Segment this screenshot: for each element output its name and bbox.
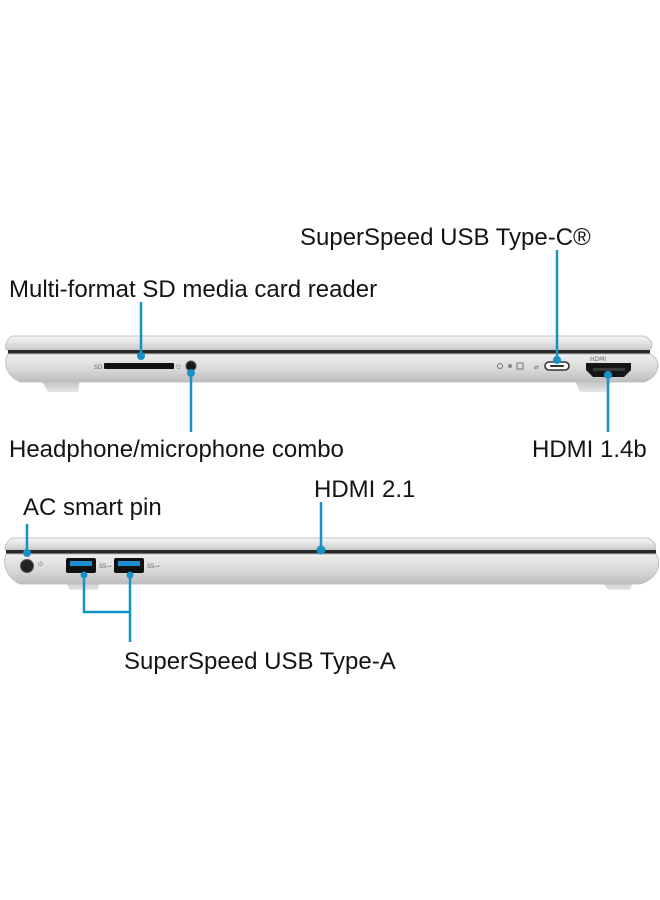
sd-card-slot [104, 363, 174, 369]
headphone-combo-label: Headphone/microphone combo [9, 436, 344, 463]
bottom-laptop-side: ⏻ SS⇀ SS⇀ [4, 537, 660, 590]
top-seam [8, 350, 650, 354]
hdmi-1-4b-pins [593, 368, 625, 371]
top-base [5, 353, 659, 383]
usb-a-port-1-tongue [70, 561, 92, 566]
usb-a-port-1-marking: SS⇀ [99, 563, 112, 570]
hdmi-port-marking: HDMI [590, 356, 606, 363]
battery-led-icon [516, 362, 524, 370]
sd-callout-dot [137, 352, 145, 360]
ac-pin-callout-dot [23, 549, 31, 557]
usb-c-callout-dot [553, 356, 561, 364]
usb-a-callout-dot-1 [80, 571, 88, 579]
usb-c-label: SuperSpeed USB Type-C® [300, 224, 591, 251]
hdmi-1-4b-callout-dot [604, 371, 612, 379]
usb-a-label: SuperSpeed USB Type-A [124, 648, 396, 675]
usb-c-glyph: ⇄ [534, 364, 539, 371]
usb-a-callout-bracket [82, 575, 130, 614]
usb-a-port-2-tongue [118, 561, 140, 566]
top-lid [5, 335, 653, 351]
activity-led-icon [508, 364, 512, 368]
sd-port-marking: SD [94, 364, 103, 371]
power-led-icon [497, 363, 503, 369]
top-laptop-side: SD ⎋ ⇄ HDMI [5, 335, 659, 392]
bottom-callouts [23, 502, 326, 642]
headphone-callout-dot [187, 369, 195, 377]
hdmi-1-4b-label: HDMI 1.4b [532, 436, 647, 463]
bottom-seam [6, 550, 656, 554]
ac-smart-pin-port [20, 559, 34, 573]
ac-smart-pin-label: AC smart pin [23, 494, 162, 521]
charge-glyph: ⏻ [38, 561, 43, 568]
headphone-glyph: ⎋ [176, 364, 181, 371]
usb-a-port-2-marking: SS⇀ [147, 563, 160, 570]
hdmi-2-1-label: HDMI 2.1 [314, 476, 416, 503]
bottom-lid [4, 537, 657, 551]
top-callouts [137, 250, 612, 432]
usb-c-tongue [550, 365, 564, 367]
usb-a-callout-dot-2 [126, 571, 134, 579]
sd-reader-label: Multi-format SD media card reader [9, 276, 378, 303]
hdmi-2-1-callout-dot [316, 545, 326, 555]
bottom-base [4, 553, 660, 585]
